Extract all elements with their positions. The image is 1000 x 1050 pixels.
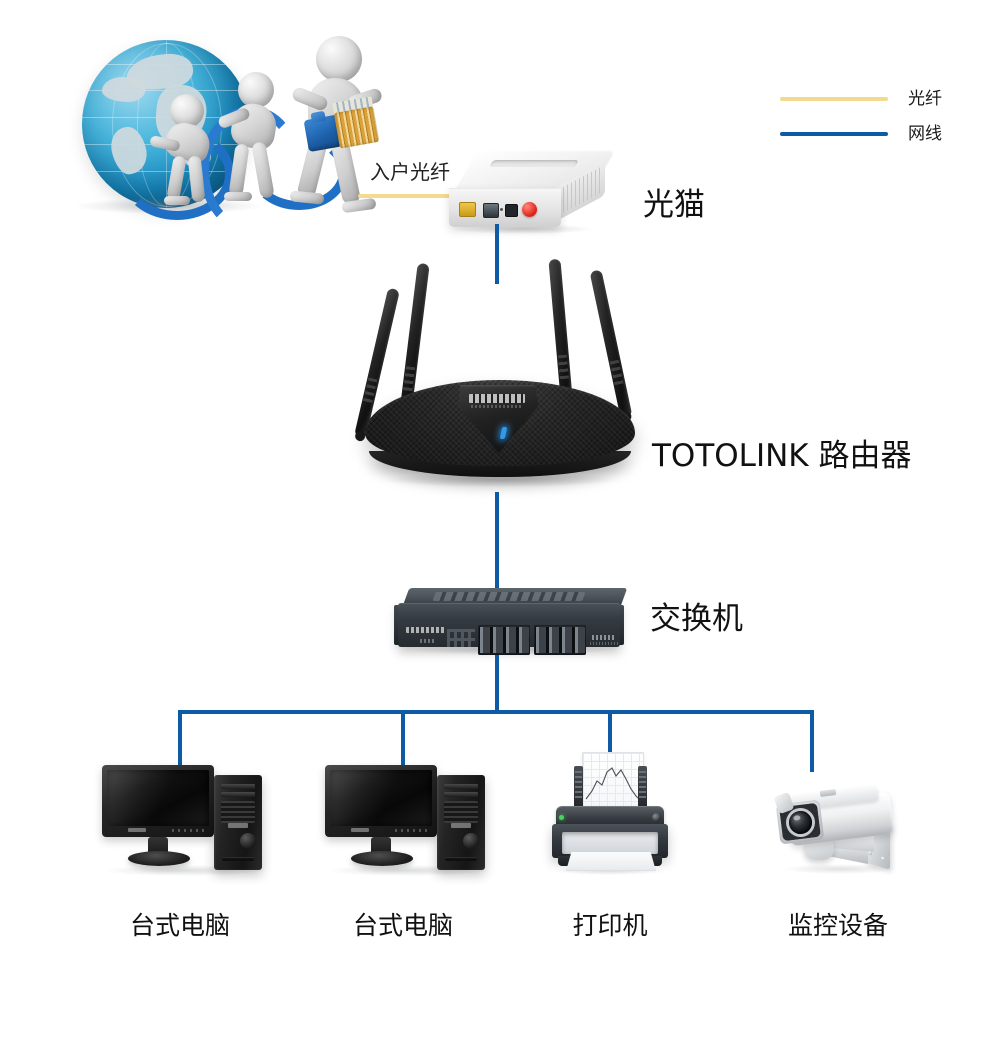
endpoint-label-1: 台式电脑: [129, 911, 230, 940]
printer-status-led: [559, 815, 564, 820]
router-brand-logo: [469, 394, 525, 403]
ont-fiber-port: [459, 202, 476, 217]
monitor: [102, 765, 214, 837]
globe-people-cable-illustration: [60, 10, 420, 240]
pc-tower: [214, 775, 262, 870]
link-bus-endpoint-4: [810, 710, 814, 772]
ont-power-port: [505, 204, 518, 217]
link-bus-endpoint-1: [178, 710, 182, 772]
network-switch-icon: [394, 588, 628, 658]
printer-output-tray: [566, 852, 656, 871]
figure-2: [212, 72, 292, 212]
endpoint-label-4: 监控设备: [787, 911, 888, 940]
switch-port-bank: [478, 625, 586, 655]
fiber-line-swatch: [780, 97, 888, 101]
legend-label-fiber: 光纤: [908, 89, 942, 109]
legend-item-lan: 网线: [780, 121, 990, 147]
legend: 光纤 网线: [780, 86, 990, 148]
link-switch-bus: [495, 655, 499, 714]
paper-chart-line: [585, 767, 641, 801]
modem-label: 光猫: [643, 187, 705, 223]
legend-item-fiber: 光纤: [780, 86, 990, 112]
figure-1: [148, 94, 226, 210]
link-bus-endpoint-2: [401, 710, 405, 772]
monitor: [325, 765, 437, 837]
lan-line-swatch: [780, 132, 888, 136]
link-bus-endpoint-3: [608, 710, 612, 755]
printer-icon: [548, 752, 672, 875]
switch-led-panel: [447, 629, 475, 647]
switch-label: 交换机: [650, 601, 743, 637]
ont-modem-icon: [447, 150, 616, 235]
ont-power-button: [522, 202, 537, 217]
fiber-link-line: [358, 194, 456, 198]
switch-brand-logo: [406, 627, 446, 633]
router-label: TOTOLINK 路由器: [652, 438, 912, 474]
ont-lan-port: [483, 203, 499, 218]
desktop-computer-icon: [102, 765, 272, 876]
pc-tower: [437, 775, 485, 870]
legend-label-lan: 网线: [908, 124, 942, 144]
endpoint-bus-line: [178, 710, 814, 714]
printed-paper: [582, 752, 644, 812]
printer-power-knob: [652, 813, 661, 822]
link-modem-router: [495, 224, 499, 284]
link-router-switch: [495, 492, 499, 590]
wifi-router-icon: [354, 255, 645, 500]
incoming-fiber-label: 入户光纤: [370, 160, 450, 184]
endpoint-label-2: 台式电脑: [352, 911, 453, 940]
cctv-camera-icon: [764, 772, 910, 880]
endpoint-label-3: 打印机: [572, 911, 648, 940]
desktop-computer-icon: [325, 765, 495, 876]
